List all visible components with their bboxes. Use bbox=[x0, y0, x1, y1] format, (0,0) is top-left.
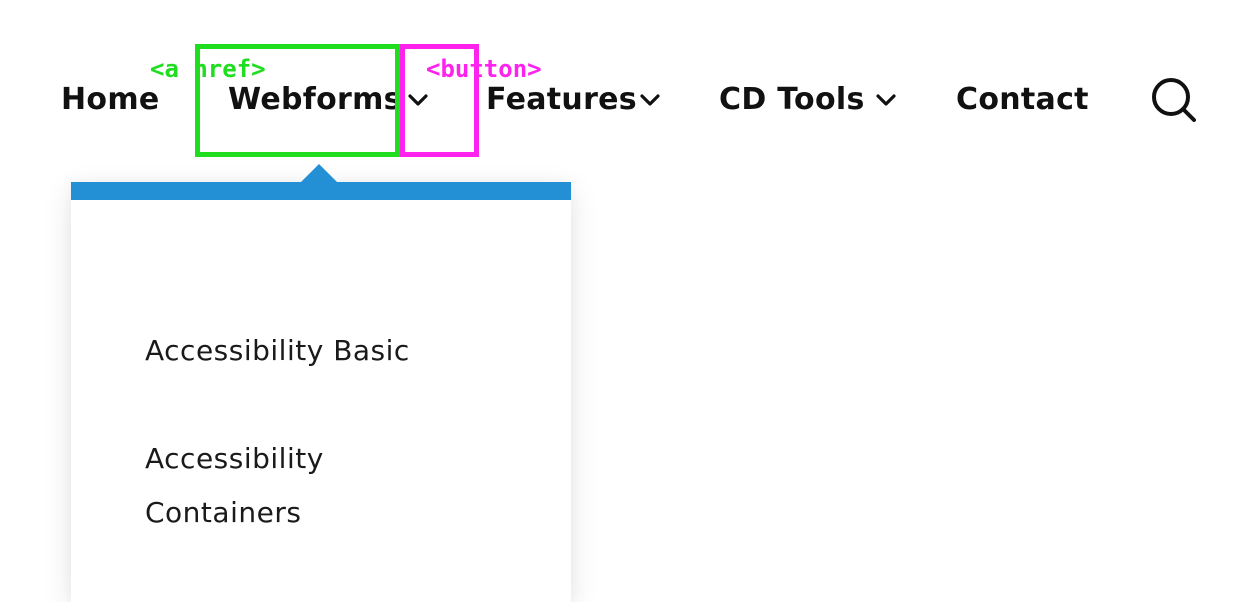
chevron-down-icon[interactable] bbox=[876, 92, 896, 108]
link-annotation-label: <a href> bbox=[150, 55, 266, 83]
nav-home-link[interactable]: Home bbox=[61, 82, 160, 117]
dropdown-accent-bar bbox=[71, 182, 571, 200]
search-icon[interactable] bbox=[1150, 76, 1198, 124]
nav-cd-tools-link[interactable]: CD Tools bbox=[719, 82, 865, 117]
nav-contact-link[interactable]: Contact bbox=[956, 82, 1089, 117]
dropdown-item-accessibility-basic[interactable]: Accessibility Basic bbox=[145, 334, 410, 367]
chevron-down-icon[interactable] bbox=[408, 92, 428, 108]
webforms-dropdown-menu: Accessibility Basic Accessibility Contai… bbox=[71, 164, 571, 602]
button-annotation-box bbox=[400, 44, 479, 157]
link-annotation-box bbox=[195, 44, 400, 157]
nav-webforms-link[interactable]: Webforms bbox=[228, 82, 402, 117]
dropdown-pointer bbox=[301, 164, 337, 182]
chevron-down-icon[interactable] bbox=[640, 92, 660, 108]
nav-features-link[interactable]: Features bbox=[486, 82, 637, 117]
button-annotation-label: <button> bbox=[426, 55, 542, 83]
dropdown-item-accessibility-containers[interactable]: Accessibility Containers bbox=[145, 442, 324, 529]
